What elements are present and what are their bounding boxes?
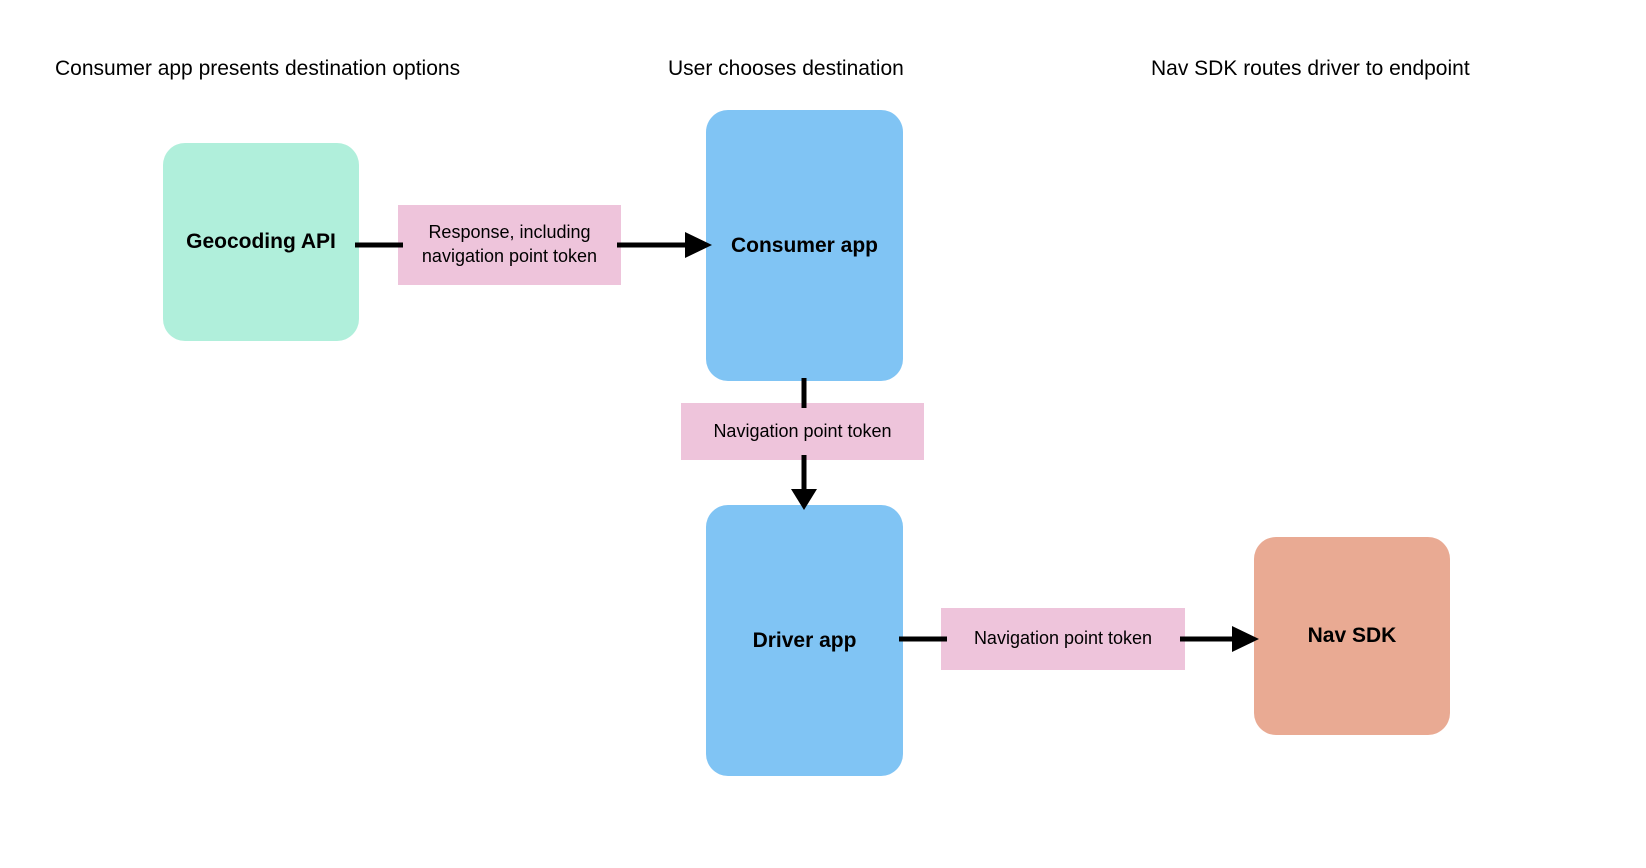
edge-label-navigation-point-token-consumer-to-driver: Navigation point token bbox=[681, 403, 924, 460]
edge-label-navigation-point-token-text-1: Navigation point token bbox=[713, 420, 892, 441]
node-driver-app-label: Driver app bbox=[752, 628, 857, 652]
node-consumer-app[interactable]: Consumer app bbox=[706, 110, 903, 381]
edge-label-navigation-point-token-text-2: Navigation point token bbox=[973, 628, 1153, 649]
edge-label-response-including-token: Response, including navigation point tok… bbox=[398, 205, 621, 285]
node-geocoding-api-label: Geocoding API bbox=[186, 230, 336, 254]
connector-token-label-to-driver-app bbox=[791, 455, 817, 510]
connector-token-label-to-nav-sdk bbox=[1180, 626, 1259, 652]
connector-geocoding-api-to-response-label bbox=[355, 242, 403, 248]
connector-response-label-to-consumer-app bbox=[617, 232, 712, 258]
connector-driver-app-to-token-label bbox=[899, 636, 947, 642]
node-consumer-app-label: Consumer app bbox=[730, 233, 879, 257]
node-driver-app[interactable]: Driver app bbox=[706, 505, 903, 776]
node-nav-sdk[interactable]: Nav SDK bbox=[1254, 537, 1450, 735]
column-heading-user-chooses-destination: User chooses destination bbox=[668, 57, 904, 80]
edge-label-response-text: Response, including navigation point tok… bbox=[421, 222, 598, 266]
column-heading-consumer-app-presents: Consumer app presents destination option… bbox=[55, 57, 461, 80]
edge-label-navigation-point-token-driver-to-navsdk: Navigation point token bbox=[941, 608, 1185, 670]
node-geocoding-api[interactable]: Geocoding API bbox=[163, 143, 359, 341]
node-nav-sdk-label: Nav SDK bbox=[1307, 624, 1397, 648]
column-heading-nav-sdk-routes-driver: Nav SDK routes driver to endpoint bbox=[1151, 57, 1470, 80]
